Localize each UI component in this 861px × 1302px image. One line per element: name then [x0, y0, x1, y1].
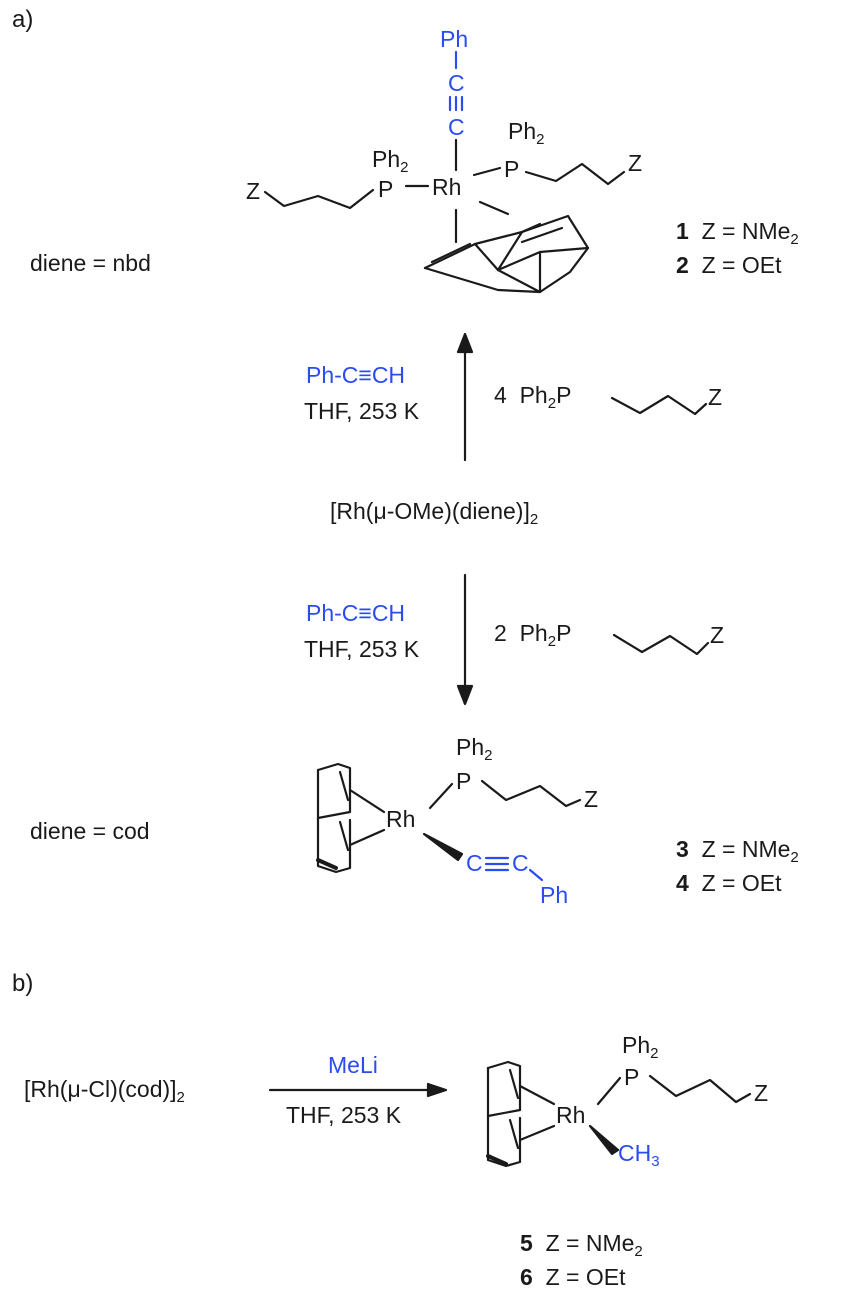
- bottom-ph2: Ph2: [456, 734, 493, 764]
- bottom-rh-p-bond: [428, 782, 454, 810]
- compound-6-label: 6 Z = OEt: [520, 1264, 626, 1290]
- compound-3-label: 3 Z = NMe2: [676, 836, 799, 866]
- bottom-alkynyl-bonds: [484, 856, 544, 882]
- bottom-rh-label: Rh: [386, 806, 416, 832]
- up-ligand: 4 Ph2P: [494, 382, 572, 412]
- b-conditions: THF, 253 K: [286, 1102, 402, 1128]
- b-reagent: MeLi: [328, 1052, 378, 1078]
- b-methyl-wedge: [588, 1124, 620, 1156]
- cod-ring-a: [316, 762, 352, 874]
- bottom-alkyne-c1: C: [466, 850, 483, 876]
- top-alkynyl-bonds: [448, 50, 464, 112]
- up-ligand-chain: [610, 394, 708, 416]
- starting-material: [Rh(μ-OMe)(diene)]2: [330, 498, 539, 528]
- bottom-alkyne-c2: C: [512, 850, 529, 876]
- compound-1-label: 1 Z = NMe2: [676, 218, 799, 248]
- b-rh-p-bond: [596, 1076, 622, 1106]
- rh-alkene-bond-1: [478, 200, 510, 216]
- compound-5-label: 5 Z = NMe2: [520, 1230, 643, 1260]
- b-phosphine-chain: [648, 1074, 752, 1104]
- b-cod-ring: [486, 1060, 522, 1168]
- norbornadiene: [423, 214, 590, 294]
- top-rh-label: Rh: [432, 174, 462, 200]
- rh-cod-bond-2: [348, 828, 386, 847]
- top-alkyne-c2: C: [448, 114, 465, 140]
- up-reagent: Ph-C≡CH: [306, 362, 406, 388]
- compound-4-label: 4 Z = OEt: [676, 870, 782, 896]
- panel-b-label: b): [12, 970, 34, 997]
- b-cod-bold: [486, 1154, 508, 1166]
- b-ph2: Ph2: [622, 1032, 659, 1062]
- top-right-ph2: Ph2: [508, 118, 545, 148]
- down-conditions: THF, 253 K: [304, 636, 420, 662]
- bottom-z: Z: [584, 786, 599, 812]
- down-ligand-chain: [612, 633, 710, 656]
- bottom-wedge: [422, 832, 464, 862]
- top-left-p: P: [378, 176, 394, 202]
- down-ligand: 2 Ph2P: [494, 620, 572, 650]
- down-arrow-head: [456, 684, 474, 706]
- b-rh-cod-bond-1: [518, 1084, 556, 1106]
- b-arrow-head: [426, 1082, 448, 1098]
- bottom-p: P: [456, 768, 472, 794]
- top-right-z: Z: [628, 150, 643, 176]
- down-reagent: Ph-C≡CH: [306, 600, 406, 626]
- top-left-z: Z: [246, 178, 261, 204]
- top-left-phosphine-bonds: [263, 184, 430, 210]
- diene-cod-label: diene = cod: [30, 818, 150, 844]
- b-z: Z: [754, 1080, 769, 1106]
- b-starting-material: [Rh(μ-Cl)(cod)]2: [24, 1076, 185, 1106]
- top-phenyl-label: Ph: [440, 26, 469, 52]
- down-ligand-z: Z: [710, 622, 725, 648]
- diene-nbd-label: diene = nbd: [30, 250, 151, 276]
- b-rh-label: Rh: [556, 1102, 586, 1128]
- up-ligand-z: Z: [708, 384, 723, 410]
- top-right-phosphine-bonds: [472, 162, 626, 186]
- rh-cod-bond-1: [348, 788, 386, 814]
- b-methyl-label: CH3: [618, 1140, 660, 1170]
- up-arrow-head: [456, 332, 474, 354]
- panel-a-label: a): [12, 6, 34, 33]
- top-left-ph2: Ph2: [372, 146, 409, 176]
- compound-2-label: 2 Z = OEt: [676, 252, 782, 278]
- top-alkyne-c1: C: [448, 70, 465, 96]
- b-rh-cod-bond-2: [518, 1124, 556, 1142]
- up-conditions: THF, 253 K: [304, 398, 420, 424]
- top-right-p: P: [504, 156, 520, 182]
- bottom-phenyl-label: Ph: [540, 882, 569, 908]
- b-p: P: [624, 1064, 640, 1090]
- cod-ring-bold: [316, 858, 338, 870]
- bottom-phosphine-chain: [480, 779, 582, 808]
